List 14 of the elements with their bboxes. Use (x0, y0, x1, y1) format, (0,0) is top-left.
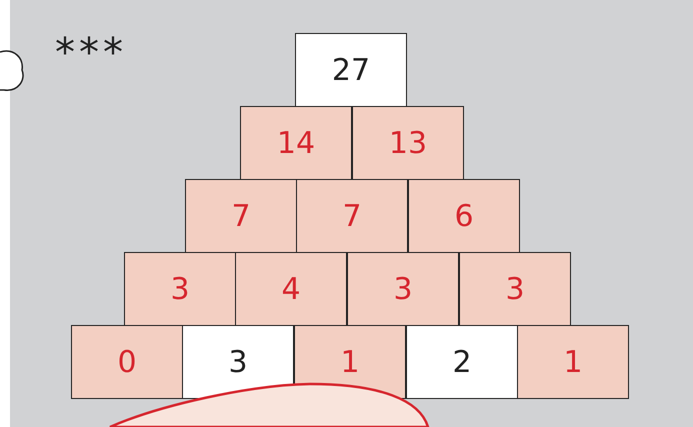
answer-number-brick: 13 (352, 106, 464, 180)
answer-number-brick: 3 (347, 252, 459, 326)
answer-number-brick: 14 (240, 106, 352, 180)
answer-number-brick: 0 (71, 325, 183, 399)
answer-number-brick: 3 (124, 252, 236, 326)
difficulty-stars: *** (55, 30, 127, 76)
answer-number-brick: 6 (408, 179, 520, 253)
answer-number-brick: 1 (517, 325, 629, 399)
given-number-brick: 2 (406, 325, 518, 399)
answer-number-brick: 7 (185, 179, 297, 253)
answer-number-brick: 3 (459, 252, 571, 326)
answer-number-brick: 4 (235, 252, 347, 326)
answer-number-brick: 7 (296, 179, 408, 253)
given-number-brick: 27 (295, 33, 407, 107)
